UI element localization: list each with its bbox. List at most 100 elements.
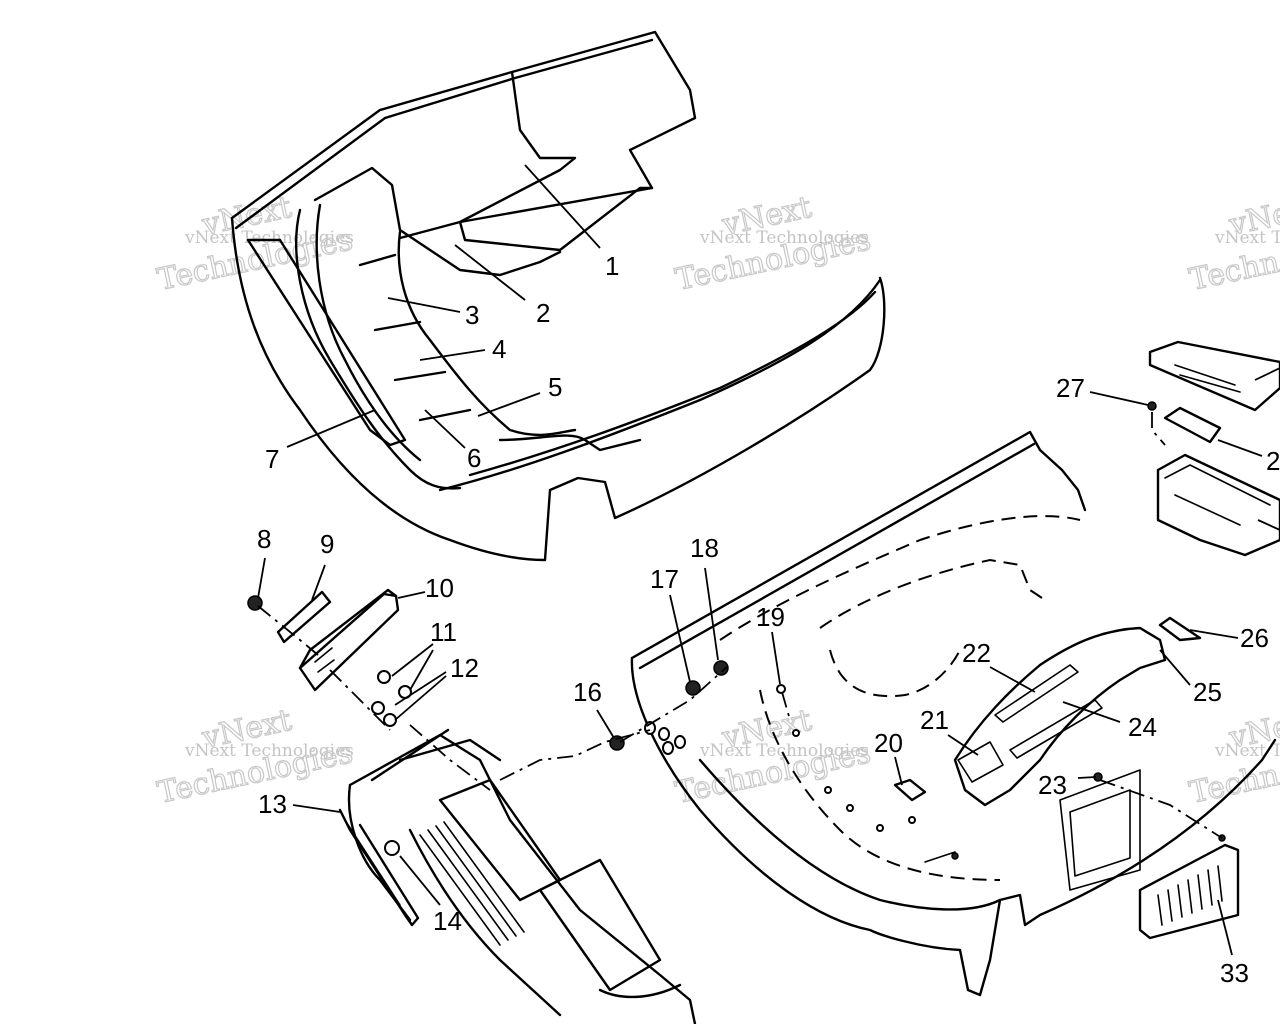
cover-top-detail [1174,364,1241,393]
watermark-text: vNext Technologies [699,228,869,248]
body-mount-hole [846,804,854,812]
screw-14 [384,840,400,856]
callout-33: 33 [1220,958,1249,988]
callout-6: 6 [467,443,481,473]
callout-10: 10 [425,573,454,603]
channel-10 [298,592,400,692]
upper-right-hardware [1147,340,1280,557]
body-fastener-strip [924,851,956,863]
upper-hood-assembly [230,30,886,562]
leader-lines [257,164,1280,956]
hood-front-wall [438,278,882,492]
bracket-13 [338,808,420,927]
callout-21: 21 [920,705,949,735]
small-hardware [247,595,1103,856]
duct-grille-lines [419,821,525,946]
callout-14: 14 [433,906,462,936]
hood-rim [234,38,654,230]
watermark-text: vNext Technologies [184,741,354,761]
hood-outer-shell [230,30,886,562]
inner-contour-1 [313,166,562,277]
cover-top [1148,340,1280,412]
callout-23: 23 [1038,770,1067,800]
callout-26: 26 [1240,623,1269,653]
arched-bracket-slot-2 [1009,699,1103,759]
tray-inner [1164,464,1271,526]
watermark-top-left: vNext vNext Technologies Technologies [154,189,357,298]
body-mount-hole [792,729,800,737]
body-inner-hidden-1 [719,515,1081,641]
callout-9: 9 [320,529,334,559]
callout-labels: 1 2 3 4 5 6 7 8 9 10 11 12 13 14 16 17 1… [257,251,1280,988]
duct-lower-mouth [598,983,682,999]
clip-26 [1158,616,1202,642]
body-bottom-rim [698,758,1002,911]
body-inner-hidden-3 [829,649,961,698]
watermark-top-center: vNext vNext Technologies Technologies [672,189,875,298]
callout-5: 5 [548,372,562,402]
body-inner-hidden-4 [759,689,1001,881]
arched-bracket [953,616,1202,807]
duct-panel-lower [538,858,662,992]
arched-bracket-outer [953,626,1167,807]
nut-17 [685,680,701,696]
alignment-lines [257,605,1223,839]
callout-22: 22 [962,638,991,668]
hood-front-wall-inner [468,290,877,477]
rivet-19 [776,684,786,694]
bracket-13-inner [344,819,401,906]
callout-3: 3 [465,300,479,330]
body-inner-hidden-2 [819,558,1046,629]
body-fastener [951,852,959,860]
callout-1: 1 [605,251,619,281]
callout-17: 17 [650,564,679,594]
body-top-edge [638,442,1036,670]
plate-and-channel [276,588,400,692]
duct-grille-left [408,828,562,1017]
nut-16 [609,735,625,751]
body-mount-hole [876,824,884,832]
watermark-text: vNext Technologies [1214,228,1280,248]
arched-bracket-decal-21 [957,741,1004,783]
pad [1163,406,1222,444]
body-right-recess-inner [1069,789,1131,877]
channel-10-ribs [314,647,335,673]
clamp-20 [893,778,927,802]
callout-19: 19 [756,602,785,632]
washer-12a [371,701,385,715]
body-mount-hole [824,786,832,794]
plate-9 [276,590,332,644]
callout-2-partial: 2 [1266,446,1280,476]
side-rail-trim [246,238,407,447]
screw-27-path [1151,412,1166,446]
watermark-text: vNext Technologies [699,741,869,761]
callout-25: 25 [1193,677,1222,707]
grille-slats [1157,865,1223,926]
callout-16: 16 [573,677,602,707]
watermark-bottom-left: vNext vNext Technologies Technologies [154,702,357,811]
callout-11: 11 [430,617,457,647]
hood-inner-lip [498,434,642,452]
callout-13: 13 [258,789,287,819]
body-right-recess [1059,769,1141,891]
body-hole [674,735,686,749]
body-outer-shell [630,430,1277,997]
windshield-panel [458,70,654,252]
inner-contour-5 [358,253,472,422]
callout-27: 27 [1056,373,1085,403]
body-hole [658,727,670,741]
tray [1156,453,1280,557]
callout-24: 24 [1128,712,1157,742]
lower-body-panel [630,430,1277,997]
channel-10-face [298,588,398,670]
watermark-bottom-center: vNext vNext Technologies Technologies [672,702,875,811]
duct-top-face [370,728,502,782]
watermark-text: vNext Technologies [184,228,354,248]
grille-frame [1138,843,1240,940]
body-mount-hole [908,816,916,824]
washer-12b [383,713,397,727]
nut-18 [713,660,729,676]
screw-27 [1147,401,1157,411]
callout-20: 20 [874,728,903,758]
arched-bracket-slot-1 [994,664,1079,723]
